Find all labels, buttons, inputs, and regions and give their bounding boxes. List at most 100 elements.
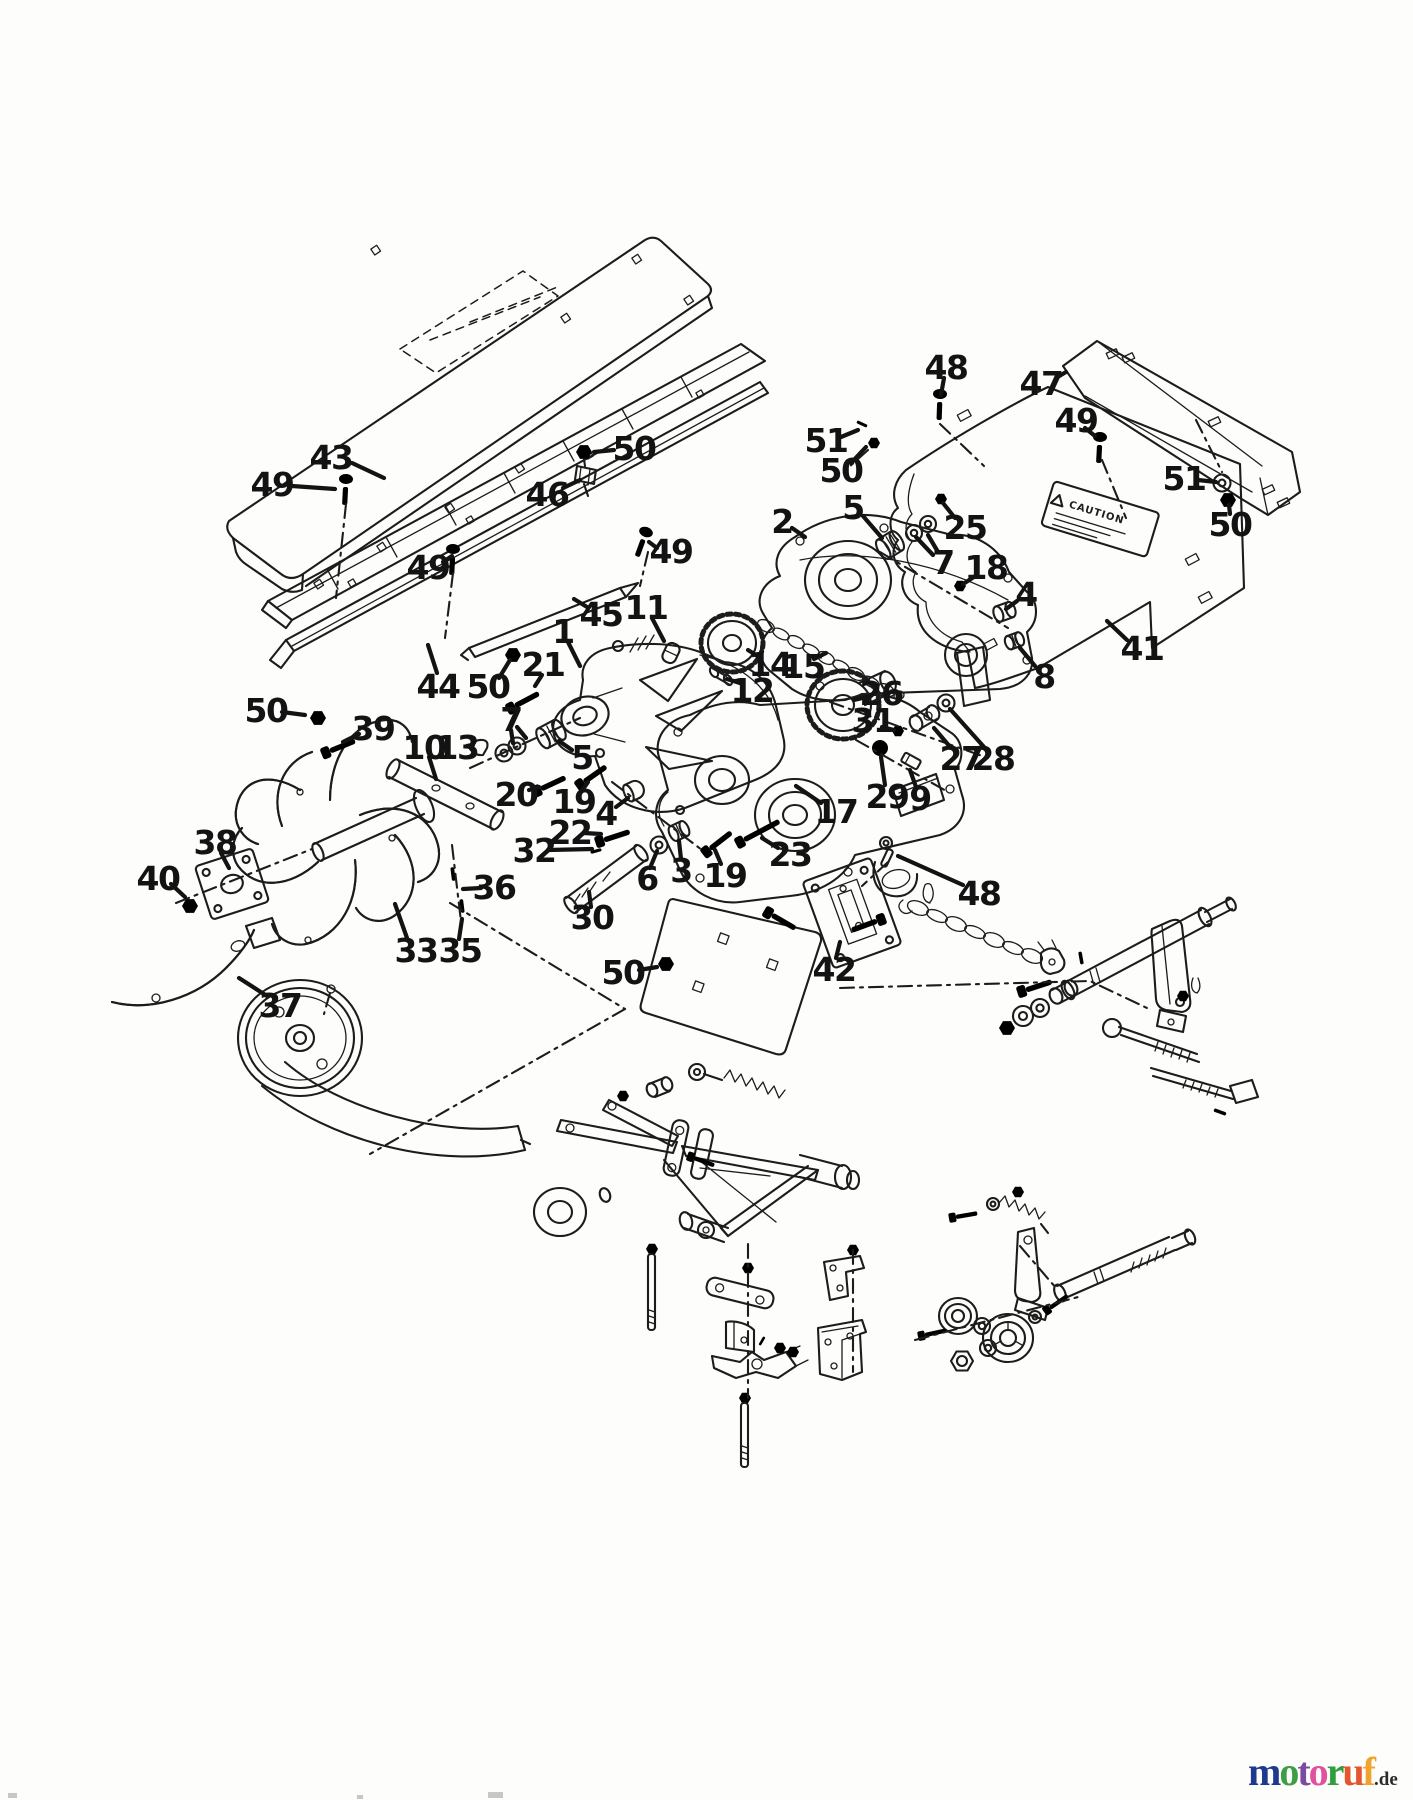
callout-21: 21	[522, 645, 565, 684]
part-12-pin	[708, 665, 734, 687]
callout-leader-29	[878, 754, 888, 788]
callout-leader-33	[392, 901, 410, 941]
idler-assembly	[916, 1186, 1197, 1372]
callout-22: 22	[549, 813, 592, 852]
spacer-lift	[1048, 979, 1079, 1005]
callout-leader-50	[591, 447, 617, 455]
part-drive-pulley	[236, 978, 364, 1098]
callout-leader-4	[613, 795, 631, 810]
callout-leader-51	[838, 427, 861, 440]
callout-30: 30	[571, 898, 614, 937]
callout-leader-7	[508, 727, 516, 746]
cropped-text-fragment	[488, 1792, 503, 1798]
callout-35: 35	[439, 931, 482, 970]
callout-31: 31	[852, 701, 895, 740]
part-47-bracket	[1061, 339, 1302, 517]
callout-leader-14	[745, 647, 762, 660]
cotter-lift	[1190, 977, 1201, 994]
callout-47: 47	[1020, 364, 1063, 403]
callout-leader-17	[793, 783, 824, 806]
callout-51: 51	[805, 421, 848, 460]
callout-33: 33	[395, 931, 438, 970]
callout-29: 29	[866, 777, 909, 816]
callout-49: 49	[407, 548, 450, 587]
part-1-gear-case	[552, 634, 786, 816]
callout-leader-47	[1053, 369, 1069, 381]
callout-leader-32	[545, 846, 595, 853]
screw-51-a	[856, 420, 868, 428]
callout-leader-36	[460, 885, 484, 892]
callout-50: 50	[613, 429, 656, 468]
nut-50-c	[868, 437, 880, 449]
watermark-letter: o	[1308, 1749, 1329, 1794]
callout-1: 1	[552, 612, 573, 651]
callout-leader-5	[860, 513, 885, 541]
callout-23: 23	[769, 835, 812, 874]
bolt-lift	[1015, 975, 1054, 999]
callout-48: 48	[958, 874, 1001, 913]
part-9-roll-pin	[900, 751, 922, 771]
callout-41: 41	[1121, 629, 1164, 668]
callout-49: 49	[1055, 401, 1098, 440]
part-15-roller-chain	[756, 618, 903, 701]
callout-12: 12	[731, 671, 774, 710]
callout-5: 5	[571, 738, 592, 777]
callout-37: 37	[259, 986, 302, 1025]
callout-leader-38	[218, 850, 232, 871]
callout-leader-19	[578, 779, 591, 795]
callout-leader-1	[565, 639, 583, 669]
callout-15: 15	[782, 647, 825, 686]
callout-leader-12	[724, 676, 746, 687]
callout-13: 13	[436, 728, 479, 767]
callout-3: 3	[670, 851, 691, 890]
callout-leader-15	[811, 650, 829, 662]
callout-leader-4	[1003, 598, 1020, 612]
callout-leader-27	[931, 725, 954, 751]
callout-38: 38	[194, 823, 237, 862]
callout-leader-50	[496, 657, 513, 681]
callout-leader-49	[289, 483, 338, 492]
watermark-suffix: .de	[1374, 1769, 1398, 1790]
callout-4: 4	[1015, 575, 1037, 614]
nut-lift	[999, 1021, 1015, 1035]
callout-25: 25	[944, 508, 987, 547]
bottom-bracket-cluster	[646, 1243, 868, 1469]
callout-leader-30	[586, 889, 594, 910]
callout-leader-35	[456, 916, 465, 942]
part-11-bushing	[661, 641, 681, 665]
callout-leader-18	[960, 572, 980, 587]
callout-leader-45	[571, 596, 590, 610]
callout-leader-21	[532, 672, 545, 689]
callout-leader-49	[646, 539, 660, 551]
callout-36: 36	[473, 868, 516, 907]
callout-leader-39	[340, 731, 362, 745]
callout-leader-44	[425, 642, 440, 676]
callout-19: 19	[553, 782, 596, 821]
part-7-washers-right	[904, 514, 938, 543]
callout-43: 43	[310, 438, 353, 477]
watermark-letter: f	[1362, 1749, 1376, 1794]
callout-44: 44	[417, 667, 460, 706]
part-v-belt	[260, 1060, 532, 1158]
callout-50: 50	[467, 667, 510, 706]
callout-50: 50	[602, 953, 645, 992]
watermark-letter: t	[1297, 1749, 1310, 1794]
part-10-tiller-shaft	[385, 758, 505, 831]
part-shield-flap	[639, 897, 823, 1056]
callout-50: 50	[820, 451, 863, 490]
callout-leader-8	[1017, 645, 1038, 669]
part-28-washer	[936, 693, 956, 713]
callout-8: 8	[1033, 657, 1054, 696]
callout-leader-46	[560, 477, 583, 491]
part-13-key	[468, 738, 489, 757]
callout-20: 20	[495, 775, 538, 814]
callout-leader-49	[1082, 425, 1098, 439]
callout-leader-40	[168, 881, 188, 900]
callout-14: 14	[749, 645, 792, 684]
callout-9: 9	[909, 779, 930, 818]
callout-leader-51	[1195, 477, 1219, 485]
callout-leader-5	[556, 738, 575, 753]
callout-46: 46	[526, 475, 569, 514]
callout-leader-2	[789, 525, 808, 540]
